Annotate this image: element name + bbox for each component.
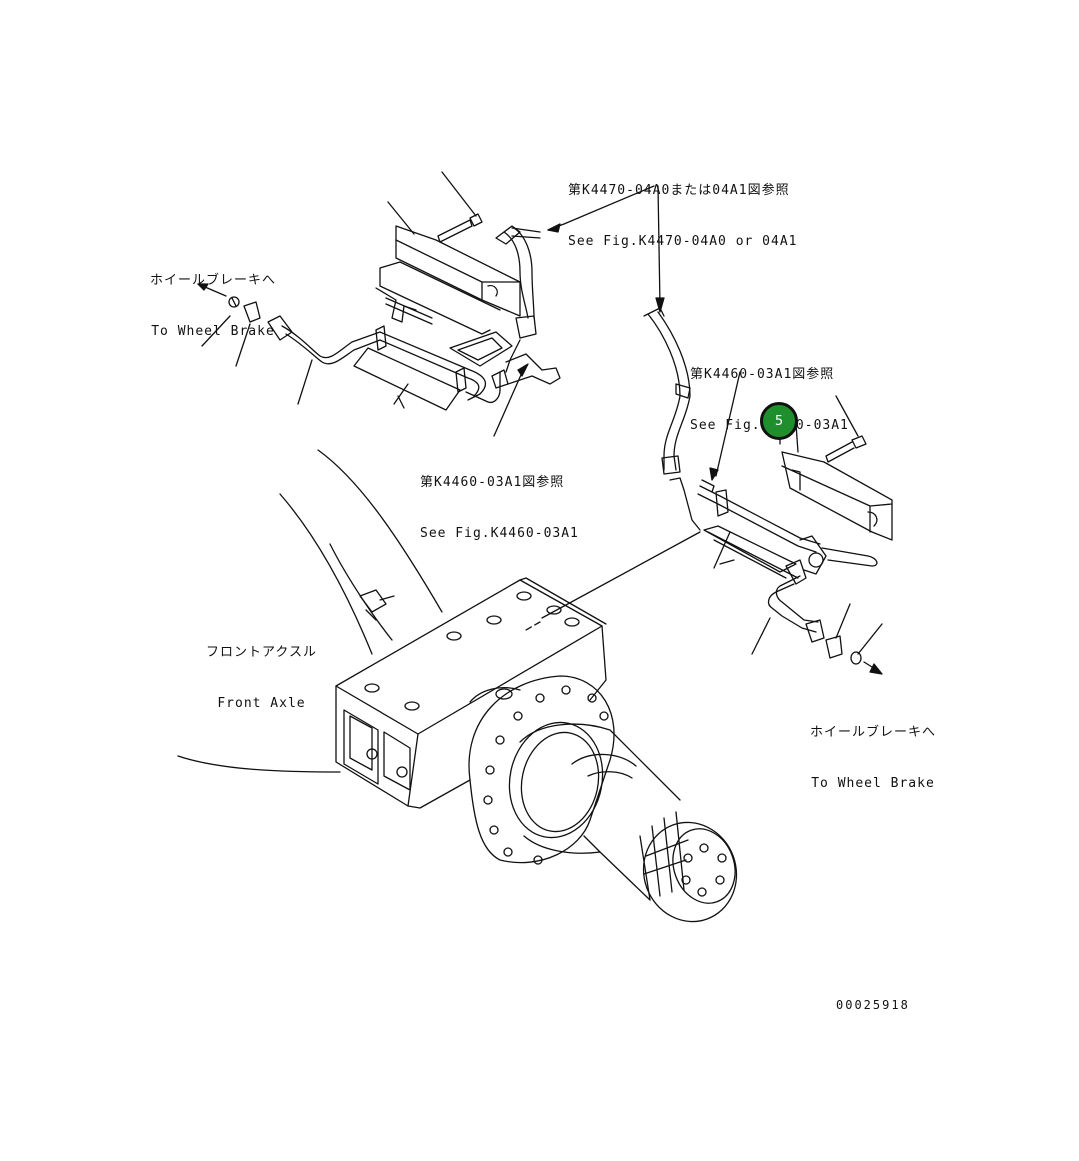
ref-k4470-label: 第K4470-04A0または04A1図参照 See Fig.K4470-04A0… xyxy=(568,148,798,284)
wheel-brake-right-jp: ホイールブレーキへ xyxy=(810,725,937,740)
drawing-number: 00025918 xyxy=(836,998,910,1012)
part-callout-5[interactable]: 5 xyxy=(760,402,798,440)
ref-k4460-right-jp: 第K4460-03A1図参照 xyxy=(690,367,835,382)
left-bracket-assembly xyxy=(197,171,655,437)
front-axle-jp: フロントアクスル xyxy=(206,645,317,660)
wheel-brake-left-en: To Wheel Brake xyxy=(151,324,275,339)
ref-k4470-jp: 第K4470-04A0または04A1図参照 xyxy=(568,183,790,198)
right-bracket-assembly xyxy=(643,185,893,675)
ref-k4470-en: See Fig.K4470-04A0 or 04A1 xyxy=(568,234,798,249)
wheel-brake-left-label: ホイールブレーキへ To Wheel Brake xyxy=(150,238,276,374)
ref-k4460-left-jp: 第K4460-03A1図参照 xyxy=(420,475,565,490)
front-axle-housing xyxy=(177,449,738,923)
ref-k4460-left-label: 第K4460-03A1図参照 See Fig.K4460-03A1 xyxy=(420,440,579,576)
wheel-brake-right-en: To Wheel Brake xyxy=(811,776,935,791)
ref-k4460-left-en: See Fig.K4460-03A1 xyxy=(420,526,579,541)
front-axle-en: Front Axle xyxy=(217,696,306,711)
wheel-brake-left-jp: ホイールブレーキへ xyxy=(150,273,277,288)
wheel-brake-right-label: ホイールブレーキへ To Wheel Brake xyxy=(810,690,936,826)
front-axle-label: フロントアクスル Front Axle xyxy=(206,610,317,746)
ref-k4460-right-label: 第K4460-03A1図参照 See Fig.K4460-03A1 xyxy=(690,332,849,468)
